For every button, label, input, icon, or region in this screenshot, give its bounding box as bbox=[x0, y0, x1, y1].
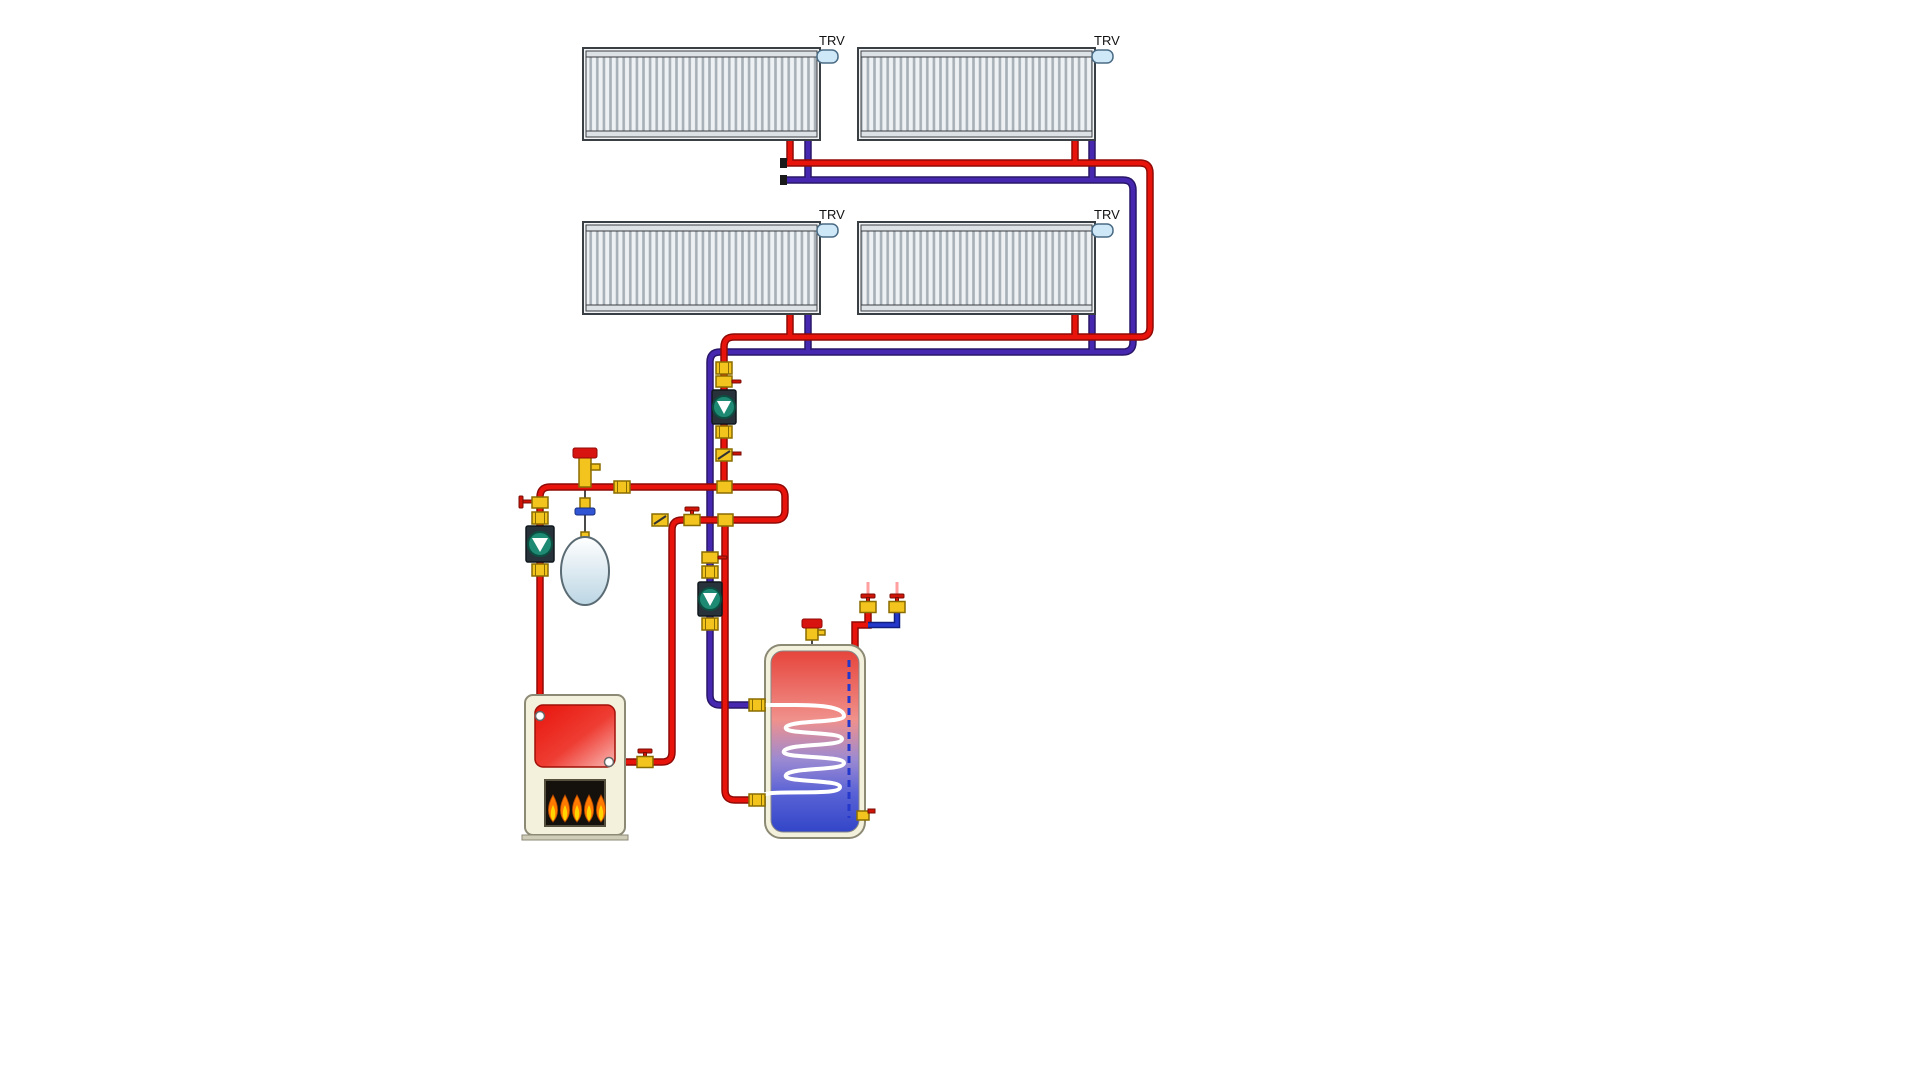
dhw-outlet-stubs bbox=[866, 582, 899, 594]
trv-label: TRV bbox=[819, 207, 845, 222]
safety-valve-cap bbox=[572, 447, 598, 459]
drain-cock-body bbox=[579, 497, 591, 510]
coil-return-fitting bbox=[748, 793, 766, 807]
trv-head-icon bbox=[816, 49, 839, 64]
radiator-top-left: TRV bbox=[582, 33, 845, 141]
hot-water-cylinder bbox=[748, 593, 906, 839]
boiler-pump-group bbox=[518, 495, 555, 577]
expansion-vessel bbox=[560, 531, 610, 606]
flange-fitting bbox=[531, 511, 549, 525]
check-valve-icon bbox=[651, 513, 669, 527]
dhw-pump-group bbox=[697, 551, 728, 631]
ball-valve-icon bbox=[636, 748, 654, 769]
boiler-heat-chamber bbox=[534, 704, 616, 768]
safety-valve-spout bbox=[590, 463, 601, 471]
trv-label: TRV bbox=[819, 33, 845, 48]
ball-valve-icon bbox=[888, 593, 906, 614]
ball-valve-icon bbox=[683, 506, 701, 527]
trv-head-icon bbox=[1091, 223, 1114, 238]
coil-flow-fitting bbox=[748, 698, 766, 712]
cylinder-water-volume bbox=[770, 650, 860, 833]
flow-arrow-icon bbox=[717, 401, 731, 414]
safety-valve-body bbox=[578, 455, 592, 488]
flange-fitting bbox=[715, 425, 733, 439]
cylinder-drain-cock bbox=[856, 808, 876, 821]
dhw-outlet-valves bbox=[859, 593, 906, 614]
radiator-mid-left: TRV bbox=[582, 207, 845, 315]
check-valve-icon bbox=[715, 448, 733, 462]
pipe-end-caps bbox=[780, 158, 787, 185]
flange-fitting bbox=[531, 563, 549, 577]
ball-valve-icon bbox=[531, 496, 549, 509]
radiators: TRV TRV TRV TRV bbox=[582, 33, 1120, 315]
union-fitting bbox=[613, 480, 631, 494]
radiator-top-right: TRV bbox=[857, 33, 1120, 141]
tee-fitting bbox=[717, 513, 734, 527]
flange-fitting bbox=[715, 361, 733, 375]
flange-fitting bbox=[701, 565, 719, 579]
trv-head-icon bbox=[816, 223, 839, 238]
boiler-return-port bbox=[534, 710, 546, 722]
flow-arrow-icon bbox=[703, 593, 717, 606]
ball-valve-icon bbox=[715, 375, 742, 388]
flange-fitting bbox=[701, 617, 719, 631]
flow-arrow-icon bbox=[532, 538, 548, 552]
heat-exchanger-coil bbox=[756, 703, 847, 802]
cylinder-safety-valve bbox=[801, 618, 826, 641]
ball-valve-icon bbox=[859, 593, 877, 614]
boiler-flow-port bbox=[603, 756, 615, 768]
boiler bbox=[521, 694, 629, 841]
radiator-mid-right: TRV bbox=[857, 207, 1120, 315]
expansion-vessel-body bbox=[560, 536, 610, 606]
drain-cock-cap bbox=[574, 507, 596, 516]
tee-fitting bbox=[716, 480, 733, 494]
trv-label: TRV bbox=[1094, 33, 1120, 48]
thin-connector-pipes bbox=[584, 487, 813, 652]
valve-lever bbox=[732, 451, 742, 456]
safety-valve-group bbox=[572, 447, 631, 516]
heating-pump-group bbox=[711, 361, 742, 527]
trv-head-icon bbox=[1091, 49, 1114, 64]
valve-lever bbox=[522, 499, 533, 504]
trv-label: TRV bbox=[1094, 207, 1120, 222]
valve-lever bbox=[518, 495, 524, 509]
boiler-base bbox=[521, 834, 629, 841]
